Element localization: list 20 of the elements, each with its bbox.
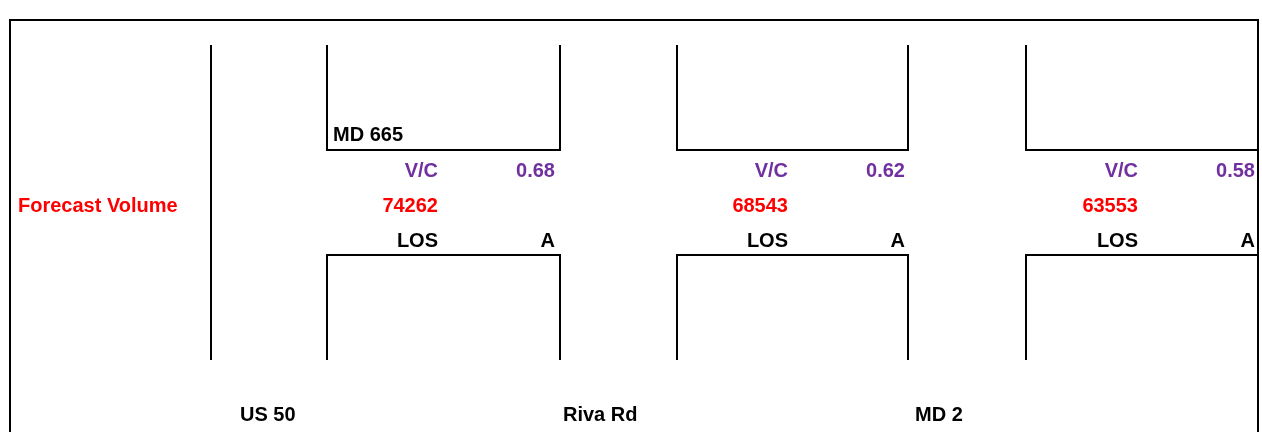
road-name: Riva Rd [563, 402, 638, 426]
volume-value: 74262 [382, 193, 438, 217]
service-level-label: LOS [1096, 228, 1138, 252]
ratio-label: V/C [404, 158, 438, 182]
service-level-label: LOS [396, 228, 438, 252]
service-level-value: A [540, 228, 555, 252]
service-level-label: LOS [746, 228, 788, 252]
row-label: Forecast Volume [18, 193, 178, 217]
road-name: US 50 [240, 402, 296, 426]
ratio-value: 0.68 [516, 158, 555, 182]
service-level-value: A [1240, 228, 1255, 252]
volume-value: 63553 [1082, 193, 1138, 217]
service-level-value: A [890, 228, 905, 252]
road-name: MD 665 [333, 122, 404, 146]
ratio-label: V/C [754, 158, 788, 182]
ratio-value: 0.62 [866, 158, 905, 182]
ratio-label: V/C [1104, 158, 1138, 182]
ratio-value: 0.58 [1216, 158, 1255, 182]
road-name: MD 2 [915, 402, 963, 426]
volume-value: 68543 [732, 193, 788, 217]
